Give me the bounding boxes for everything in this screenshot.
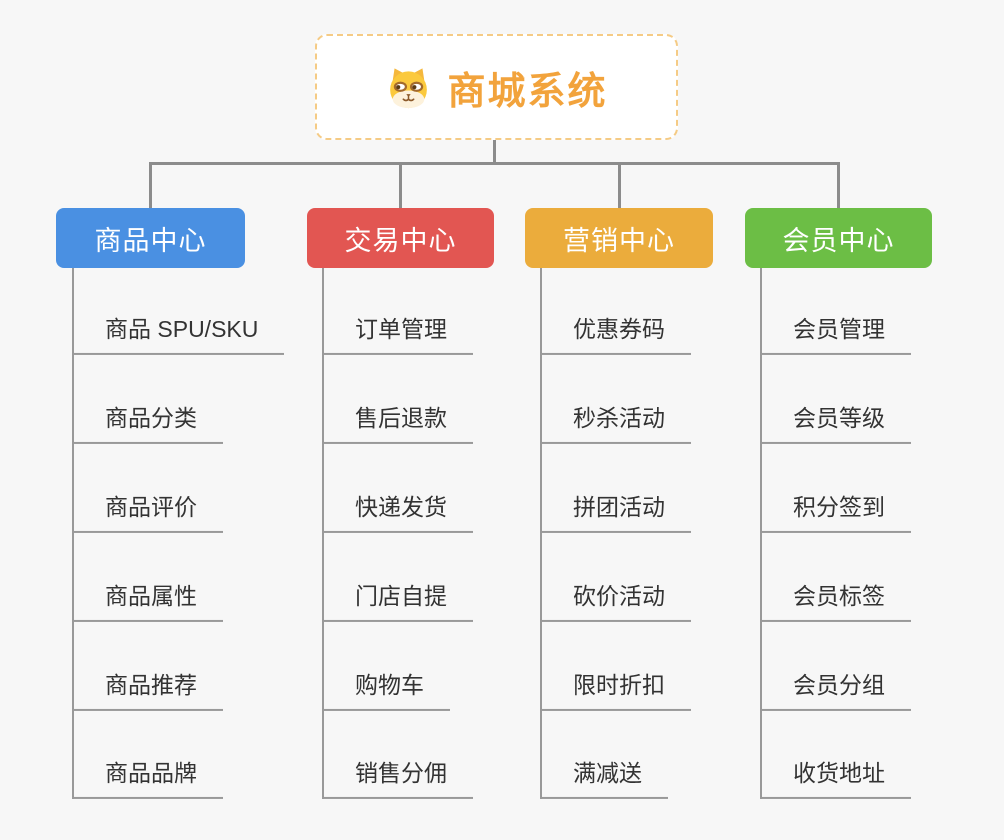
connector-rail [149, 162, 840, 165]
branch-product-center[interactable]: 商品中心 [56, 208, 245, 268]
root-title: 商城系统 [447, 70, 608, 113]
leaf-item[interactable]: 商品品牌 [72, 758, 223, 799]
branch-marketing-center[interactable]: 营销中心 [525, 208, 713, 268]
connector-root-drop [493, 140, 496, 164]
leaf-item[interactable]: 销售分佣 [322, 758, 473, 799]
leaf-item[interactable]: 限时折扣 [540, 670, 691, 711]
connector-drop-product [149, 162, 152, 208]
leaf-item[interactable]: 积分签到 [760, 492, 911, 533]
leaf-item[interactable]: 秒杀活动 [540, 403, 691, 444]
leaf-item[interactable]: 收货地址 [760, 758, 911, 799]
leaf-item[interactable]: 商品分类 [72, 403, 223, 444]
leaf-item[interactable]: 满减送 [540, 758, 668, 799]
branch-trunk-line [760, 268, 762, 799]
root-node[interactable]: 商城系统 [315, 34, 678, 140]
leaf-item[interactable]: 会员标签 [760, 581, 911, 622]
leaf-item[interactable]: 砍价活动 [540, 581, 691, 622]
leaf-item[interactable]: 快递发货 [322, 492, 473, 533]
branch-trunk-line [322, 268, 324, 799]
leaf-item[interactable]: 优惠券码 [540, 314, 691, 355]
leaf-item[interactable]: 商品评价 [72, 492, 223, 533]
leaf-item[interactable]: 商品 SPU/SKU [72, 314, 285, 355]
leaf-item[interactable]: 会员等级 [760, 403, 911, 444]
branch-trunk-line [72, 268, 74, 799]
leaf-item[interactable]: 订单管理 [322, 314, 473, 355]
leaf-item[interactable]: 会员分组 [760, 670, 911, 711]
dog-face-icon [385, 66, 432, 109]
branch-trunk-line [540, 268, 542, 799]
leaf-item[interactable]: 会员管理 [760, 314, 911, 355]
branch-trade-center[interactable]: 交易中心 [307, 208, 494, 268]
leaf-item[interactable]: 拼团活动 [540, 492, 691, 533]
leaf-item[interactable]: 门店自提 [322, 581, 473, 622]
connector-drop-trade [399, 162, 402, 208]
leaf-item[interactable]: 售后退款 [322, 403, 473, 444]
connector-drop-marketing [618, 162, 621, 208]
connector-drop-member [837, 162, 840, 208]
leaf-item[interactable]: 购物车 [322, 670, 450, 711]
branch-member-center[interactable]: 会员中心 [745, 208, 932, 268]
leaf-item[interactable]: 商品属性 [72, 581, 223, 622]
leaf-item[interactable]: 商品推荐 [72, 670, 223, 711]
